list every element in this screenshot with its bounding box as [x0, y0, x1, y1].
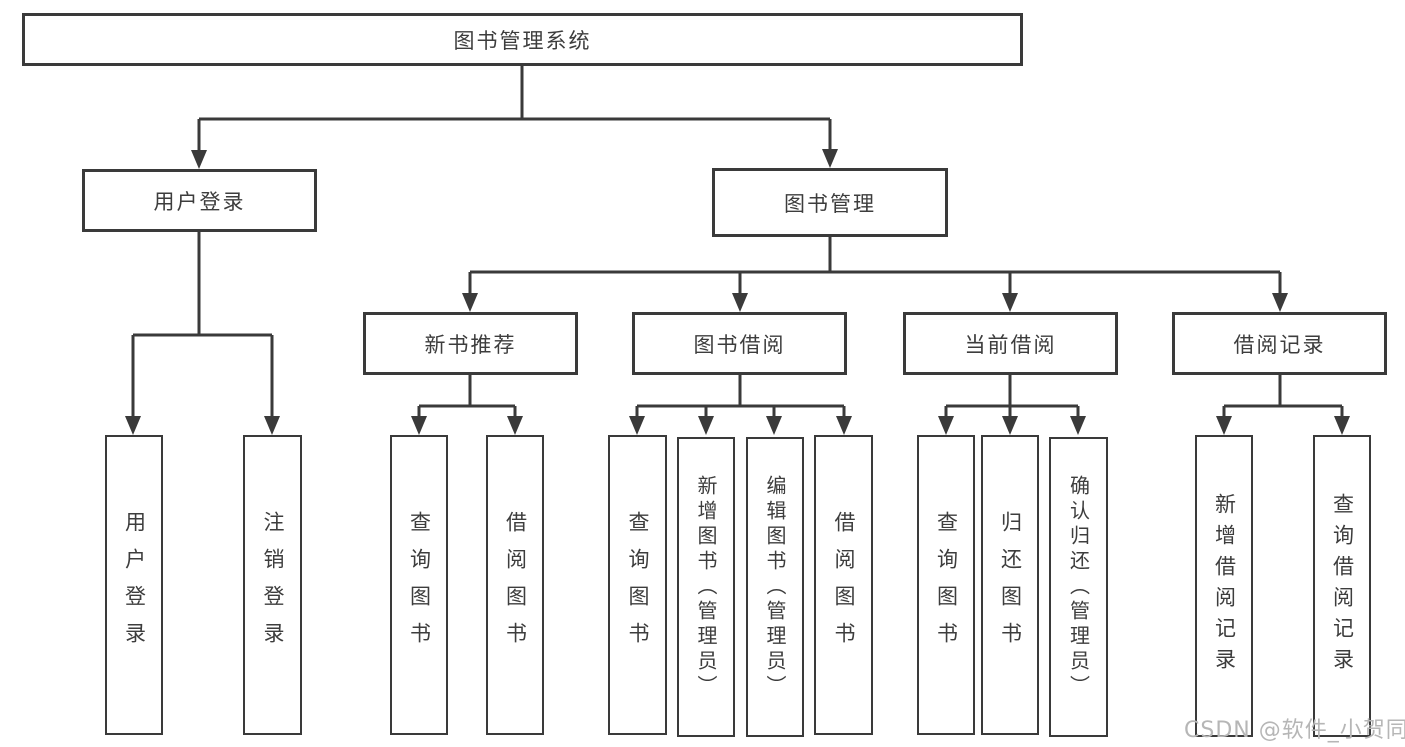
node-root: 图书管理系统 — [22, 13, 1023, 66]
node-current-borrow-label: 当前借阅 — [964, 332, 1057, 357]
node-new-book-rec: 新书推荐 — [363, 312, 578, 375]
leaf-add-borrow-record-label: 新增借阅记录 — [1212, 493, 1237, 679]
leaf-query-borrow-record-label: 查询借阅记录 — [1330, 493, 1355, 679]
node-root-label: 图书管理系统 — [453, 28, 592, 53]
edge-bookmgmt-to-level3 — [468, 237, 1282, 294]
leaf-user-login: 用户登录 — [105, 435, 163, 735]
node-book-borrow-label: 图书借阅 — [693, 332, 786, 357]
leaf-query-book-1-label: 查询图书 — [407, 511, 432, 659]
edge-userlogin-to-leaves — [131, 232, 274, 417]
leaf-confirm-return-label: 确认归还（管理员） — [1066, 474, 1091, 700]
leaf-add-book: 新增图书（管理员） — [677, 437, 735, 737]
leaf-query-book-3-label: 查询图书 — [934, 511, 959, 659]
edge-newbookrec-to-leaves — [417, 375, 517, 417]
leaf-query-book-2-label: 查询图书 — [626, 511, 650, 659]
leaf-borrow-book-2: 借阅图书 — [814, 435, 873, 735]
leaf-edit-book: 编辑图书（管理员） — [746, 437, 804, 737]
edge-root-to-level2 — [197, 66, 832, 151]
leaf-query-book-3: 查询图书 — [917, 435, 975, 735]
leaf-return-book: 归还图书 — [981, 435, 1039, 735]
leaf-query-book-2: 查询图书 — [608, 435, 667, 735]
node-user-login-group-label: 用户登录 — [153, 189, 246, 214]
node-user-login-group: 用户登录 — [82, 169, 317, 232]
leaf-user-login-label: 用户登录 — [122, 511, 147, 659]
node-book-borrow: 图书借阅 — [632, 312, 847, 375]
leaf-confirm-return: 确认归还（管理员） — [1049, 437, 1108, 737]
node-borrow-records-label: 借阅记录 — [1233, 332, 1326, 357]
node-new-book-rec-label: 新书推荐 — [424, 332, 517, 357]
leaf-edit-book-label: 编辑图书（管理员） — [763, 474, 787, 700]
leaf-add-book-label: 新增图书（管理员） — [694, 474, 718, 700]
leaf-logout-label: 注销登录 — [261, 511, 285, 659]
node-borrow-records: 借阅记录 — [1172, 312, 1387, 375]
leaf-logout: 注销登录 — [243, 435, 302, 735]
leaf-borrow-book-1: 借阅图书 — [486, 435, 544, 735]
csdn-watermark: CSDN @软件_小贺同学 — [1184, 718, 1405, 743]
leaf-query-borrow-record: 查询借阅记录 — [1313, 435, 1371, 737]
edge-bookborrow-to-leaves — [635, 375, 846, 417]
leaf-query-book-1: 查询图书 — [390, 435, 448, 735]
leaf-borrow-book-2-label: 借阅图书 — [832, 511, 856, 659]
edge-borrowrecords-to-leaves — [1222, 375, 1344, 417]
node-book-mgmt: 图书管理 — [712, 168, 948, 237]
node-current-borrow: 当前借阅 — [903, 312, 1118, 375]
edge-currentborrow-to-leaves — [944, 375, 1080, 417]
leaf-add-borrow-record: 新增借阅记录 — [1195, 435, 1253, 737]
leaf-borrow-book-1-label: 借阅图书 — [503, 511, 528, 659]
leaf-return-book-label: 归还图书 — [998, 511, 1023, 659]
node-book-mgmt-label: 图书管理 — [784, 191, 876, 216]
